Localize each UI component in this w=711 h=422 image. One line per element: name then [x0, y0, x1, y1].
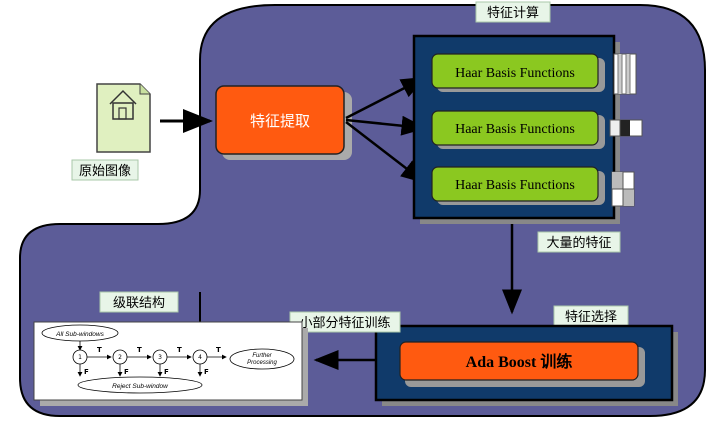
house-icon — [109, 89, 137, 120]
svg-text:T: T — [216, 346, 221, 354]
svg-text:特征计算: 特征计算 — [487, 6, 539, 21]
svg-text:Haar Basis Functions: Haar Basis Functions — [455, 66, 575, 81]
svg-text:Haar Basis Functions: Haar Basis Functions — [455, 122, 575, 137]
svg-text:小部分特征训练: 小部分特征训练 — [299, 316, 390, 331]
svg-text:F: F — [124, 368, 129, 376]
massive-features-label: 大量的特征 — [537, 231, 621, 253]
reject-subwindow-node — [77, 376, 203, 394]
svg-text:F: F — [84, 368, 89, 376]
svg-text:T: T — [97, 346, 102, 354]
haar-box-2: Haar Basis Functions — [431, 110, 605, 149]
feature-selection-label: 特征选择 — [553, 305, 629, 327]
cascade-structure-label: 级联结构 — [99, 291, 179, 313]
svg-text:T: T — [177, 346, 182, 354]
svg-text:Processing: Processing — [247, 360, 277, 366]
svg-text:Haar Basis Functions: Haar Basis Functions — [455, 178, 575, 193]
svg-text:All Sub-windows: All Sub-windows — [55, 331, 104, 338]
svg-text:4: 4 — [198, 354, 202, 361]
small-feature-training-label: 小部分特征训练 — [289, 311, 401, 333]
haar-box-3: Haar Basis Functions — [431, 166, 605, 205]
svg-text:原始图像: 原始图像 — [79, 164, 131, 179]
arrow-to-haar-1 — [345, 76, 427, 120]
haar-four-quadrant-icon — [611, 171, 635, 207]
svg-text:1: 1 — [78, 354, 82, 361]
cascade-diagram: All Sub-windows 1 2 3 4 T T T T F F F F … — [33, 321, 308, 406]
svg-text:特征选择: 特征选择 — [565, 310, 617, 325]
haar-vertical-stripes-icon — [613, 53, 637, 95]
arrow-to-haar-3 — [345, 121, 426, 184]
original-image-label: 原始图像 — [71, 159, 139, 181]
svg-text:大量的特征: 大量的特征 — [546, 235, 611, 251]
svg-text:Reject Sub-window: Reject Sub-window — [112, 383, 169, 390]
svg-text:级联结构: 级联结构 — [113, 296, 165, 311]
haar-horizontal-three-icon — [609, 119, 643, 137]
svg-text:T: T — [137, 346, 142, 354]
document-icon — [96, 83, 151, 153]
feature-extraction-box: 特征提取 — [215, 85, 352, 160]
svg-text:特征提取: 特征提取 — [250, 112, 310, 130]
svg-text:Ada Boost 训练: Ada Boost 训练 — [466, 352, 573, 371]
further-processing-node — [229, 348, 295, 370]
ada-boost-box: Ada Boost 训练 — [399, 341, 645, 387]
svg-text:F: F — [164, 368, 169, 376]
haar-box-1: Haar Basis Functions — [431, 53, 605, 92]
svg-text:Further: Further — [252, 353, 272, 359]
svg-text:F: F — [204, 368, 209, 376]
feature-computation-label: 特征计算 — [475, 1, 551, 23]
svg-text:2: 2 — [118, 354, 122, 361]
svg-text:3: 3 — [158, 354, 162, 361]
arrow-to-haar-2 — [345, 115, 427, 136]
